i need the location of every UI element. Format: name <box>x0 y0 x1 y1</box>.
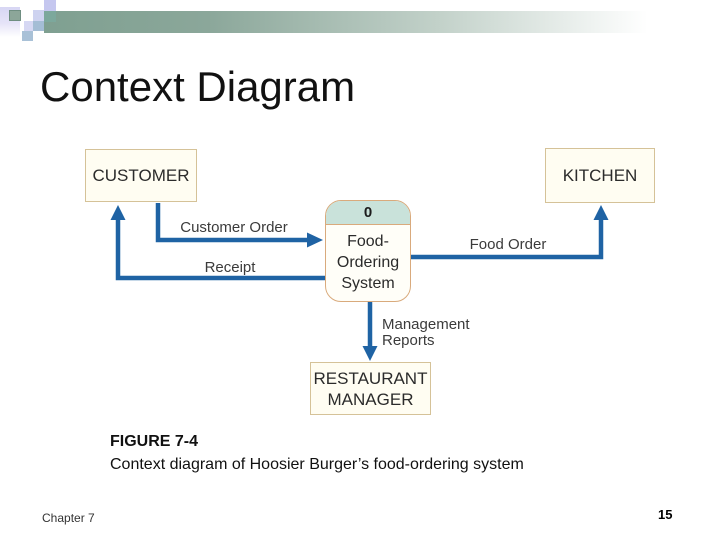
flow-label-customer-order: Customer Order <box>180 219 288 236</box>
flow-label-receipt: Receipt <box>204 259 256 276</box>
process-name: Food-Ordering System <box>336 233 400 292</box>
decoration-square <box>33 10 44 22</box>
decoration-square <box>9 10 21 21</box>
flow-label-food-order: Food Order <box>469 236 547 253</box>
node-kitchen-label: KITCHEN <box>562 166 638 185</box>
decoration-square <box>22 31 33 41</box>
decoration-square <box>24 21 34 31</box>
node-customer-label: CUSTOMER <box>92 166 190 185</box>
page-title: Context Diagram <box>40 63 356 110</box>
decoration-gradient-bar <box>44 11 700 33</box>
flow-food-order-arrowhead <box>593 205 609 220</box>
footer-page-number: 15 <box>658 507 673 522</box>
figure-caption: FIGURE 7-4 Context diagram of Hoosier Bu… <box>110 430 524 476</box>
process-number-band: 0 <box>326 201 410 225</box>
node-food-ordering-system: 0 Food-Ordering System <box>325 200 411 302</box>
process-number: 0 <box>363 204 373 221</box>
figure-caption-text: Context diagram of Hoosier Burger’s food… <box>110 456 524 473</box>
decoration-square <box>44 11 56 22</box>
footer-chapter: Chapter 7 <box>42 511 95 525</box>
figure-label: FIGURE 7-4 <box>110 433 199 450</box>
node-kitchen: KITCHEN <box>545 148 655 203</box>
decoration-square <box>33 21 44 31</box>
flow-management-reports-arrowhead <box>362 346 378 361</box>
node-customer: CUSTOMER <box>85 149 197 202</box>
flow-label-management-reports: Management Reports <box>382 316 470 349</box>
decoration-square <box>44 0 56 11</box>
node-restaurant-manager: RESTAURANT MANAGER <box>310 362 431 415</box>
flow-customer-order-arrowhead <box>307 232 323 248</box>
flow-receipt-arrowhead <box>110 205 126 220</box>
node-restaurant-manager-label: RESTAURANT MANAGER <box>313 368 428 409</box>
